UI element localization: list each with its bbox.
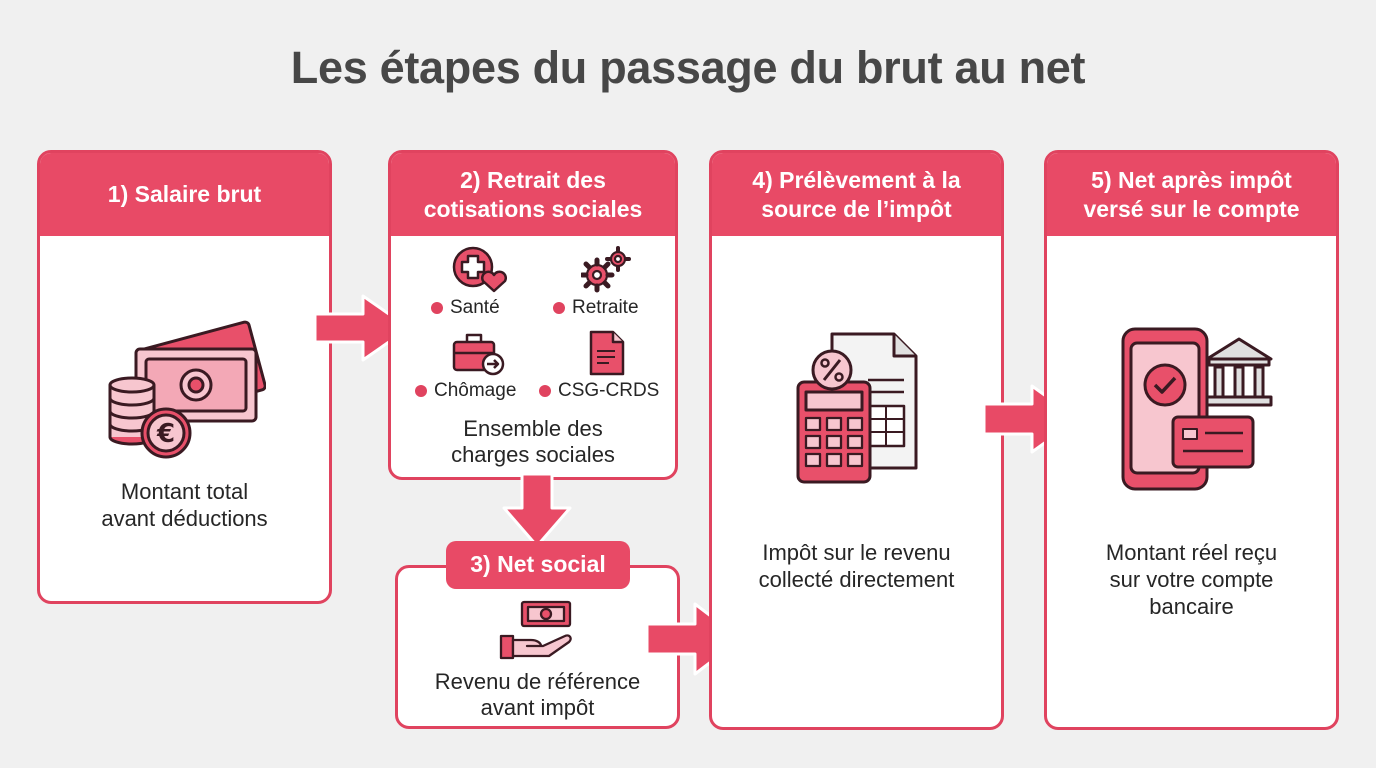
arrow-step2-to-step3 — [502, 472, 572, 548]
item-csg-crds: CSG-CRDS — [539, 380, 659, 402]
step-5-text-line1: Montant réel reçu — [1105, 540, 1278, 565]
step-3-card: Revenu de référence avant impôt — [395, 565, 680, 729]
step-2-text-line1: Ensemble des — [463, 416, 603, 441]
item-sante: Santé — [431, 297, 500, 319]
bullet-dot — [431, 302, 443, 314]
item-retraite-label: Retraite — [572, 297, 639, 318]
step-3-text-line2: avant impôt — [480, 695, 595, 720]
bullet-dot — [553, 302, 565, 314]
step-2-card: 2) Retrait des cotisations sociales Sant… — [388, 150, 678, 480]
bullet-dot — [539, 385, 551, 397]
item-csg-crds-label: CSG-CRDS — [558, 380, 660, 401]
health-cross-heart-icon — [452, 246, 507, 293]
briefcase-arrow-icon — [452, 333, 505, 376]
step-3-text-line1: Revenu de référence — [434, 669, 641, 694]
step-4-header: 4) Prélèvement à la source de l’impôt — [712, 153, 1001, 236]
step-5-title-line1: 5) Net après impôt — [1091, 166, 1292, 193]
step-2-header: 2) Retrait des cotisations sociales — [391, 153, 675, 236]
step-1-title: 1) Salaire brut — [107, 181, 262, 207]
document-icon — [589, 330, 625, 376]
arrow-step1-to-step2 — [313, 294, 411, 362]
step-5-text-line3: bancaire — [1149, 594, 1234, 619]
hand-banknote-icon — [499, 600, 572, 660]
step-1-text-line1: Montant total — [120, 479, 249, 504]
bullet-dot — [415, 385, 427, 397]
item-sante-label: Santé — [450, 297, 500, 318]
money-coins-euro-icon: € — [108, 320, 266, 459]
page-title: Les étapes du passage du brut au net — [290, 42, 1086, 93]
svg-text:€: € — [156, 419, 175, 449]
step-1-text-line2: avant déductions — [101, 506, 268, 531]
calculator-percent-document-icon — [796, 332, 918, 484]
step-5-card: 5) Net après impôt versé sur le compte M… — [1044, 150, 1339, 730]
step-5-title-line2: versé sur le compte — [1083, 195, 1300, 222]
step-1-header: 1) Salaire brut — [40, 153, 329, 236]
step-4-text-line1: Impôt sur le revenu — [762, 540, 951, 565]
step-5-header: 5) Net après impôt versé sur le compte — [1047, 153, 1336, 236]
item-chomage: Chômage — [415, 380, 516, 402]
step-2-text-line2: charges sociales — [451, 442, 615, 467]
step-4-title-line2: source de l’impôt — [761, 195, 952, 222]
item-chomage-label: Chômage — [434, 380, 517, 401]
step-2-title-line1: 2) Retrait des — [460, 166, 606, 193]
step-4-card: 4) Prélèvement à la source de l’impôt Im… — [709, 150, 1004, 730]
step-5-text-line2: sur votre compte — [1109, 567, 1274, 592]
phone-bank-card-icon — [1121, 327, 1273, 491]
step-1-card: 1) Salaire brut € Montant total avant dé… — [37, 150, 332, 604]
step-2-title-line2: cotisations sociales — [423, 195, 643, 222]
step-3-header: 3) Net social — [446, 541, 630, 589]
step-4-title-line1: 4) Prélèvement à la — [752, 166, 961, 193]
item-retraite: Retraite — [553, 297, 639, 319]
gears-icon — [581, 246, 631, 293]
step-4-text-line2: collecté directement — [758, 567, 955, 592]
